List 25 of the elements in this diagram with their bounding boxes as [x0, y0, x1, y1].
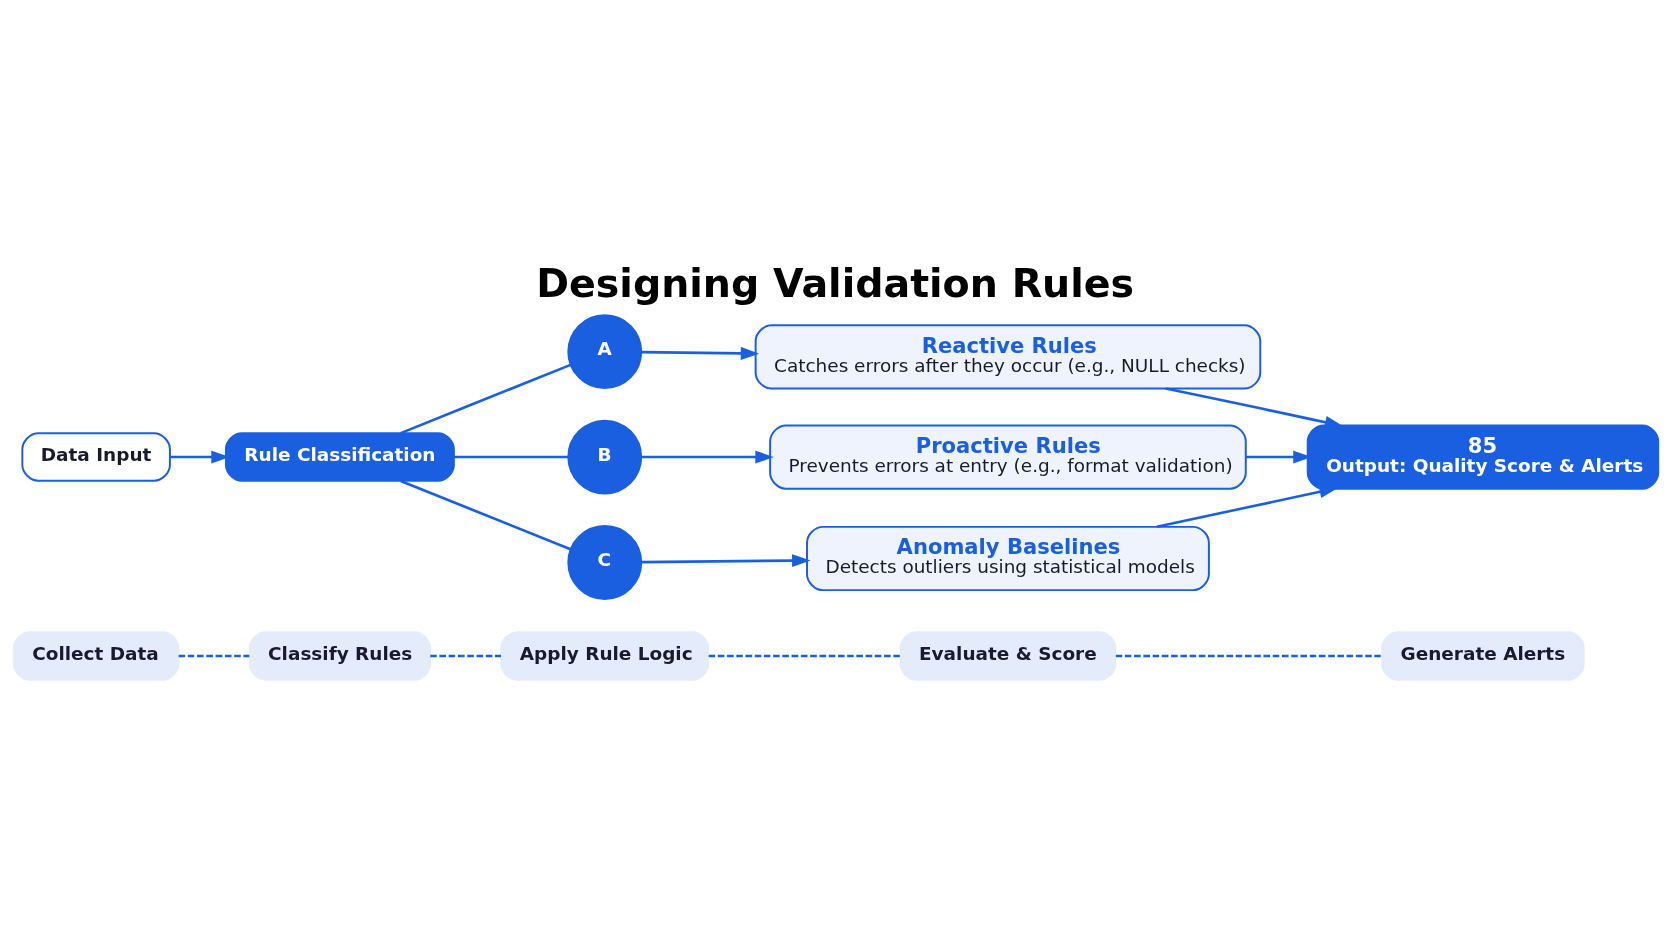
- connector: [708, 654, 901, 658]
- node-box: Evaluate & Score: [899, 631, 1117, 681]
- connector: [453, 455, 568, 459]
- node-box: Collect Data: [12, 631, 180, 681]
- node-circle: A: [567, 314, 643, 390]
- arrow: [641, 346, 760, 360]
- node-box: Proactive Rules Prevents errors at entry (e.g., format validation): [769, 424, 1247, 490]
- node-circle: C: [567, 525, 643, 600]
- arrow: [641, 554, 811, 568]
- connector: [400, 363, 572, 435]
- node-box: Apply Rule Logic: [500, 631, 710, 681]
- connector: [1115, 654, 1382, 658]
- node-box: Reactive Rules Catches errors after they occur (e.g., NULL checks): [754, 324, 1262, 390]
- diagram-title: Designing Validation Rules: [536, 259, 1135, 306]
- node-box: Rule Classification: [224, 432, 455, 482]
- connector: [430, 654, 501, 658]
- connector: [178, 654, 250, 658]
- node-circle: B: [567, 419, 643, 495]
- node-box: Generate Alerts: [1381, 631, 1585, 681]
- node-box: Data Input: [21, 432, 171, 482]
- node-box: 85 Output: Quality Score & Alerts: [1306, 424, 1660, 490]
- node-box: Classify Rules: [248, 631, 432, 681]
- arrow: [641, 450, 774, 464]
- connector: [400, 479, 572, 551]
- node-box: Anomaly Baselines Detects outliers using statistical models: [806, 525, 1210, 592]
